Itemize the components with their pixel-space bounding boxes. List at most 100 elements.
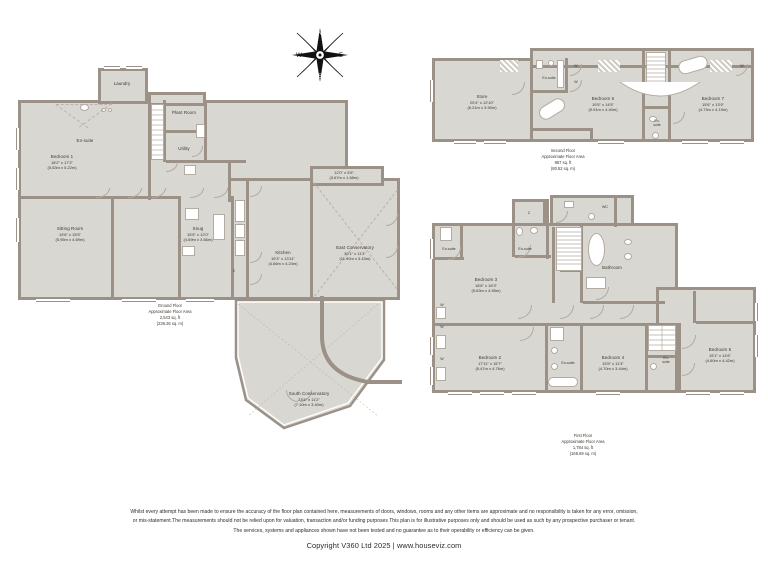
- utility-unit-fixture: [196, 124, 205, 138]
- cupboard-fixture: [182, 246, 195, 256]
- window: [430, 337, 434, 355]
- window: [480, 391, 504, 395]
- window: [126, 66, 142, 70]
- stair-treads-icon: [647, 56, 665, 82]
- window: [512, 391, 536, 395]
- wardrobe-hatch: [500, 60, 518, 72]
- wall: [668, 50, 671, 142]
- wall: [645, 106, 671, 109]
- sink-fixture: [235, 240, 245, 256]
- wall: [590, 128, 593, 142]
- toilet-fixture: [588, 213, 595, 220]
- wall: [565, 58, 568, 92]
- wardrobe-label-w: W: [440, 357, 444, 361]
- window: [16, 218, 20, 242]
- wall: [512, 225, 515, 257]
- ground-upper-right-block: [148, 92, 206, 106]
- ground-floor-caption: Ground Floor Approximate Floor Area 2,54…: [148, 303, 192, 326]
- wall: [696, 321, 756, 324]
- room-label-cupboard-c: C: [232, 269, 236, 273]
- basin-fixture: [530, 227, 538, 234]
- compass-rose: N E S W: [288, 24, 352, 86]
- appliance-fixture: [184, 165, 196, 175]
- ground-small-room-outline: [310, 166, 384, 186]
- wall: [515, 255, 551, 258]
- window: [454, 140, 476, 144]
- footer: Whilst every attempt has been made to en…: [0, 508, 768, 550]
- toilet-fixture: [536, 60, 543, 69]
- window: [596, 391, 620, 395]
- shower-fixture: [440, 227, 452, 241]
- room-label-ensuite: En-suite: [662, 356, 670, 364]
- wardrobe-fixture: [436, 367, 446, 381]
- window: [484, 140, 506, 144]
- toilet-fixture: [624, 253, 632, 260]
- stair-treads-icon: [557, 231, 581, 265]
- window: [754, 335, 758, 357]
- disclaimer-line-1: Whilst every attempt has been made to en…: [130, 509, 638, 515]
- window: [430, 367, 434, 385]
- window: [16, 168, 20, 190]
- shower-fixture: [557, 60, 564, 88]
- window: [186, 298, 214, 302]
- cupboard-block: [512, 199, 546, 227]
- south-conservatory-shape: [234, 298, 386, 430]
- wardrobe-fixture: [436, 335, 446, 349]
- room-label-ensuite: En-suite: [518, 247, 532, 251]
- wall: [645, 323, 648, 393]
- wardrobe-label-w: W: [440, 303, 444, 307]
- disclaimer-line-2: or mis-statement.The measurements should…: [132, 518, 636, 525]
- room-label-ensuite: En-suite: [442, 247, 456, 251]
- wall: [614, 195, 617, 227]
- window: [754, 303, 758, 321]
- stair-treads-icon: [152, 109, 163, 156]
- room-label-ensuite: En-suite: [653, 119, 661, 127]
- wall: [166, 160, 246, 163]
- basin-fixture: [624, 239, 632, 245]
- wall: [148, 100, 151, 200]
- wall: [693, 291, 696, 323]
- compass-label-s: S: [318, 74, 322, 80]
- first-floor-left-outline: [432, 223, 678, 333]
- wall: [246, 178, 249, 300]
- conservatory-curved-wall: [320, 296, 402, 384]
- wall: [546, 199, 549, 259]
- staircase: [648, 325, 676, 351]
- window: [104, 66, 120, 70]
- ceiling-line: [56, 104, 112, 105]
- window: [122, 298, 156, 302]
- wall: [178, 196, 181, 300]
- second-floor-outline: [432, 58, 754, 142]
- ground-floor-outline: [18, 100, 348, 300]
- wardrobe-hatch: [710, 60, 732, 72]
- room-label-ensuite: En-suite: [561, 361, 575, 365]
- window: [682, 140, 708, 144]
- wall: [678, 323, 681, 393]
- compass-label-e: E: [339, 53, 343, 59]
- wall: [648, 355, 680, 358]
- second-floor-plan: Store 20'4" x 12'10" (6.21m x 3.90m) Bed…: [420, 40, 768, 180]
- window: [686, 391, 710, 395]
- wardrobe-label-w: W: [574, 64, 578, 68]
- second-floor-caption: Second Floor Approximate Floor Area 867 …: [541, 148, 585, 171]
- disclaimer-line-3: The services, systems and appliances sho…: [233, 527, 535, 534]
- bath-fixture: [80, 104, 89, 111]
- toilet-fixture: [652, 132, 659, 139]
- window: [448, 391, 472, 395]
- wall: [642, 50, 645, 142]
- ground-floor-plan: Laundry En-suite Plant Room Utility Bedr…: [0, 0, 410, 500]
- room-label-wc: WC: [602, 205, 608, 209]
- wardrobe-label-w: W: [574, 80, 578, 84]
- window: [430, 239, 434, 259]
- wall: [163, 130, 207, 133]
- cabinet-fixture: [213, 214, 225, 240]
- toilet-fixture: [101, 108, 106, 112]
- staircase: [151, 104, 164, 160]
- compass-label-w: W: [296, 53, 302, 59]
- wall: [231, 196, 234, 300]
- compass-icon: N E S W: [292, 28, 348, 82]
- first-floor-caption: First Floor Approximate Floor Area 1,784…: [561, 433, 605, 456]
- basin-fixture: [551, 363, 558, 370]
- wall: [204, 100, 207, 162]
